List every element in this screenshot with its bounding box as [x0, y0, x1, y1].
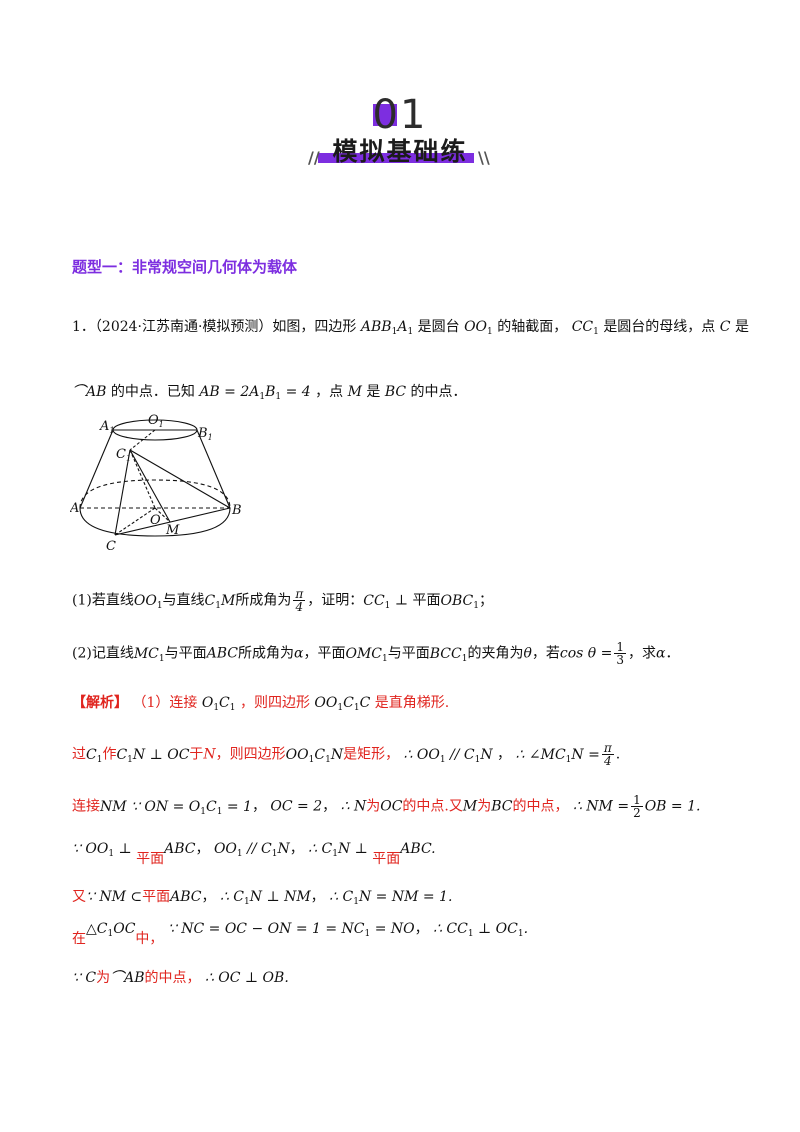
solution-tag: 【解析】 [72, 695, 128, 711]
solution-line-1: 【解析】 （1）连接 O1C1 ，则四边形 OO1C1C 是直角梯形. [72, 695, 450, 713]
label-o: O [150, 513, 161, 528]
right-slash: \\ [478, 148, 490, 167]
problem-line-2: ⌒AB 的中点．已知 AB = 2A1B1 = 4 ，点 M 是 BC 的中点． [72, 384, 467, 402]
segment-c1m [129, 449, 171, 523]
title-highlight [318, 153, 474, 163]
segment-oc [114, 507, 156, 536]
label-a1: A1 [99, 419, 114, 435]
segment-c1b [129, 449, 231, 509]
label-b: B [231, 503, 242, 518]
segment-om [154, 507, 171, 523]
solution-line-7: ∵ C为⌒AB的中点， ∴ OC ⊥ OB. [72, 970, 289, 986]
segment-o1c1 [129, 429, 156, 451]
solution-line-5: 又∵ NM ⊂平面ABC， ∴ C1N ⊥ NM， ∴ C1N = NM = 1… [72, 889, 453, 907]
segment-cb [114, 507, 231, 536]
section-title: 题型一：非常规空间几何体为载体 [72, 258, 298, 276]
label-b1: B1 [197, 426, 213, 442]
bottom-ellipse-front [79, 507, 231, 537]
label-m: M [165, 523, 180, 538]
left-slash: // [308, 148, 320, 167]
label-o1: O1 [148, 413, 164, 429]
solution-line-6: 在△C1OC中， ∵ NC = OC − ON = 1 = NC1 = NO， … [72, 921, 529, 947]
label-c: C [106, 539, 116, 554]
generator-left [79, 429, 114, 509]
frustum-figure: A1 O1 B1 C1 A B O M C [70, 413, 242, 554]
problem-line-1: 1．（2024·江苏南通·模拟预测）如图，四边形 ABB1A1 是圆台 OO1 … [72, 319, 749, 337]
chapter-title: 模拟基础练 [332, 137, 468, 166]
chapter-number: 01 [372, 92, 428, 138]
solution-line-3: 连接NM ∵ ON = O1C1 = 1， OC = 2， ∴ N为OC的中点.… [72, 793, 701, 820]
bottom-ellipse-back [79, 479, 231, 509]
label-a: A [70, 501, 79, 516]
solution-line-4: ∵ OO1 ⊥ 平面ABC， OO1 // C1N， ∴ C1N ⊥ 平面ABC… [72, 841, 436, 867]
segment-c1c [114, 449, 131, 536]
question-2: (2)记直线MC1与平面ABC所成角为α，平面OMC1与平面BCC1的夹角为θ，… [72, 640, 680, 667]
generator-right [196, 429, 231, 509]
segment-c1o [129, 449, 156, 509]
number-highlight [373, 104, 397, 126]
solution-line-2: 过C1作C1N ⊥ OC于N，则四边形OO1C1N是矩形， ∴ OO1 // C… [72, 741, 621, 768]
label-c1: C1 [116, 447, 131, 463]
